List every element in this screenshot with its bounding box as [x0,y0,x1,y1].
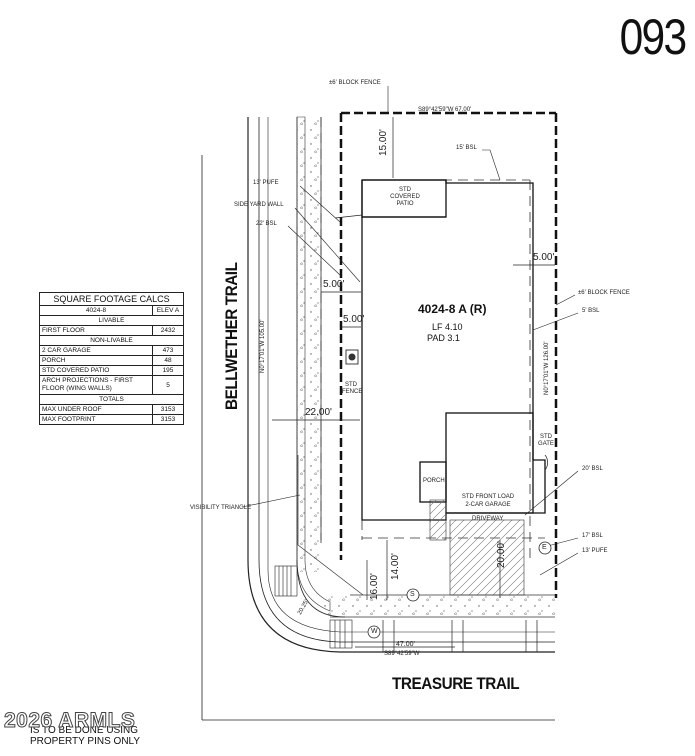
sidewalk-left [296,116,331,612]
label-bsl-15: 15' BSL [456,145,477,151]
label-block-fence-right: ±6' BLOCK FENCE [578,290,630,296]
sqft-elev-col: ELEV A [152,305,184,316]
dimension-lines [272,117,555,648]
sqft-porch-label: PORCH [39,355,153,366]
label-std-fence: STD FENCE [342,382,363,395]
label-bearing-bottom: S89°42'59"W [384,651,420,657]
staking-note: IS TO BE DONE USING PROPERTY PINS ONLY [28,724,144,747]
sqft-livable-header: LIVABLE [39,315,184,326]
driveway [429,499,525,596]
street-label-bellwether: BELLWETHER TRAIL [222,262,241,410]
sidewalk-bottom [320,594,555,618]
sqft-garage-label: 2 CAR GARAGE [39,345,153,356]
note-line-1: IS TO BE DONE USING [30,725,138,736]
utility-box [345,349,359,365]
sqft-patio-value: 195 [152,365,184,376]
sqft-totals-header: TOTALS [39,394,184,405]
note-line-2: PROPERTY PINS ONLY [30,736,141,747]
label-garage: STD FRONT LOAD 2-CAR GARAGE [461,494,515,508]
sqft-max-foot-label: MAX FOOTPRINT [39,414,153,425]
label-pufe-13-left: 13' PUFE [253,180,279,186]
sqft-max-foot-value: 3153 [152,414,184,425]
house-plan-name: 4024-8 A (R) [418,302,487,316]
sqft-first-floor-label: FIRST FLOOR [39,325,153,336]
dim-5-inner: 5.00' [343,314,365,325]
sqft-garage-value: 473 [152,345,184,356]
label-porch: PORCH [423,478,445,484]
house-lf: LF 4.10 [432,322,463,332]
sqft-max-roof-label: MAX UNDER ROOF [39,404,153,415]
sqft-arch-value: 5 [152,375,184,395]
visibility-triangle [297,455,364,596]
label-bearing-right: N0°17'01"W 126.00' [544,341,550,395]
label-bsl-20: 20' BSL [582,466,603,472]
house-pad: PAD 3.1 [427,333,460,343]
dim-15: 15.00' [378,129,389,156]
dim-5-right: 5.00' [533,252,555,263]
label-bsl-22: 22' BSL [256,221,277,227]
sqft-porch-value: 48 [152,355,184,366]
label-side-yard-wall: SIDE YARD WALL [234,202,284,208]
sqft-patio-label: STD COVERED PATIO [39,365,153,376]
label-visibility-triangle: VISIBILITY TRIANGLE [190,505,252,511]
label-driveway: DRIVEWAY [472,516,504,522]
label-bearing-top: S89°42'59"W 67.00' [418,107,472,113]
water-marker [367,625,381,639]
sqft-arch-label: ARCH PROJECTIONS - FIRST FLOOR (WING WAL… [39,375,153,395]
dim-14: 14.00' [390,553,401,580]
lot-boundary [339,111,558,598]
marker-water-letter: W [371,628,378,635]
dim-47: 47.00' [396,641,415,648]
label-pufe-13-right: 13' PUFE [582,548,608,554]
marker-sewer-letter: S [410,591,415,598]
sewer-marker [406,588,420,602]
lot-number: 093 [619,9,687,65]
dim-22: 22.00' [305,407,332,418]
watermark: 2026 ARMLS [3,709,136,733]
dim-20: 20.00' [496,541,507,568]
dim-16: 16.00' [369,573,380,600]
electric-marker [538,541,552,555]
dim-5-left: 5.00' [323,279,345,290]
sqft-nonlivable-header: NON-LIVABLE [39,335,184,346]
sqft-first-floor-value: 2432 [152,325,184,336]
label-bearing-left: N0°17'01"W 105.00' [260,319,266,373]
label-bsl-5: 5' BSL [582,308,600,314]
label-block-fence-top: ±6' BLOCK FENCE [329,80,381,86]
label-std-gate: STD GATE [538,434,554,447]
sqft-max-roof-value: 3153 [152,404,184,415]
house-footprint [361,179,546,521]
sqft-title: SQUARE FOOTAGE CALCS [39,292,184,306]
label-bsl-17: 17' BSL [582,533,603,539]
sqft-plan-col: 4024-8 [39,305,153,316]
gate-swing [544,454,549,471]
leader-lines [241,86,579,576]
label-std-covered-patio: STD COVERED PATIO [390,187,420,207]
marker-electric-letter: E [542,544,547,551]
street-label-treasure: TREASURE TRAIL [392,674,520,693]
corner-grate [274,565,353,649]
